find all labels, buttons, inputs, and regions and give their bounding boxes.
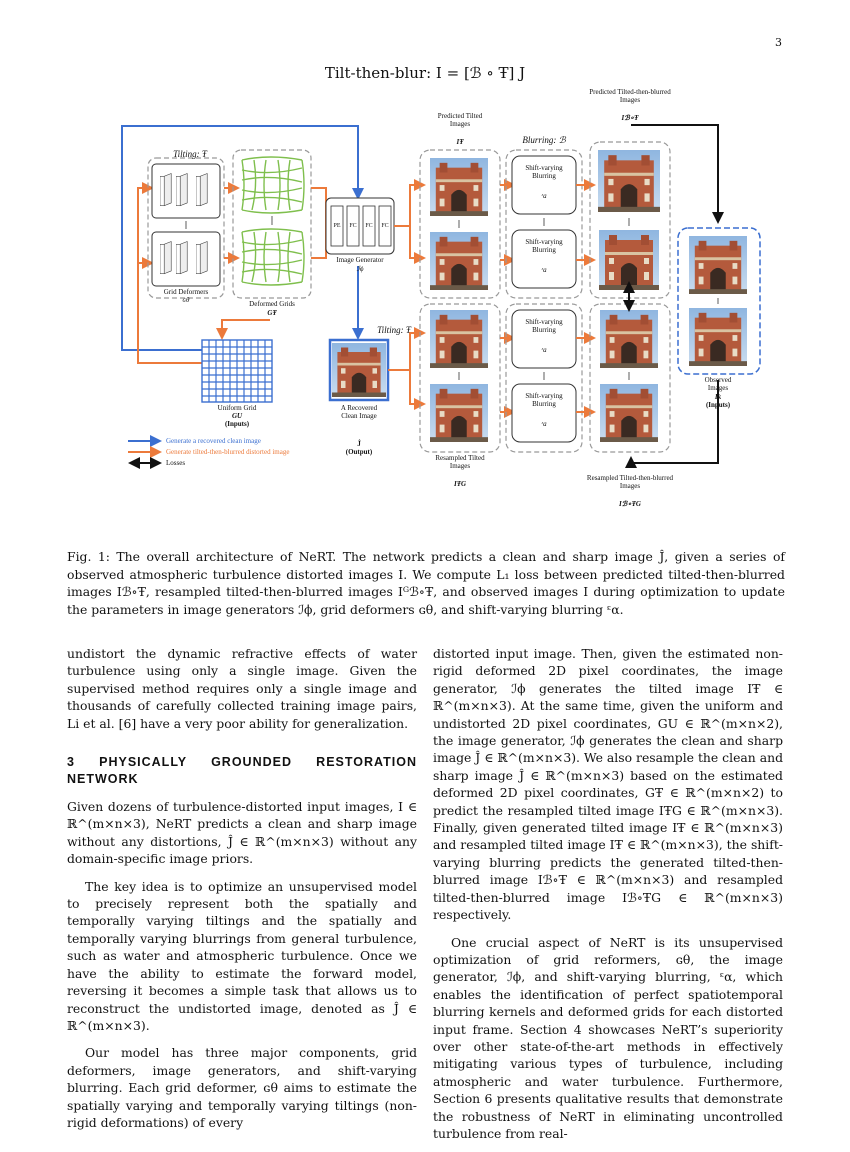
fc-label-3: FC <box>381 223 389 229</box>
predicted-tilted-label: Predicted Tilted Images <box>437 112 483 128</box>
left-column: undistort the dynamic refractive effects… <box>67 645 417 1141</box>
resampled-ttb-symbol: Iℬ∘ŦG <box>619 500 641 508</box>
blurring-label: Blurring: ℬ <box>522 135 566 145</box>
page-number: 3 <box>775 36 782 49</box>
predicted-ttb-label: Predicted Tilted-then-blurred Images <box>589 88 671 104</box>
image-generator-label: Image Generator <box>336 256 384 264</box>
legend-black-label: Losses <box>166 459 186 467</box>
shift-varying-label-1: Shift-varying Blurring <box>525 164 563 180</box>
observed-images-symbol: Ik <box>714 393 722 401</box>
legend-blue-label: Generate a recovered clean image <box>166 437 261 445</box>
right-paragraph-1: distorted input image. Then, given the e… <box>433 646 784 923</box>
left-paragraph-2: Given dozens of turbulence-distorted inp… <box>67 799 417 867</box>
uniform-grid-inputs: (Inputs) <box>224 420 250 428</box>
tilting-mid-label: Tilting: Ŧ <box>377 325 411 335</box>
deformed-grids-symbol: GŦ <box>267 309 277 317</box>
section-heading: 3 PHYSICALLY GROUNDED RESTORATION NETWOR… <box>67 755 417 787</box>
resampled-ttb-label: Resampled Tilted-then-blurred Images <box>586 474 674 490</box>
shift-varying-symbol-4: ᵋa <box>541 420 547 428</box>
shift-varying-label-4: Shift-varying Blurring <box>525 392 563 408</box>
shift-varying-label-3: Shift-varying Blurring <box>525 318 563 334</box>
deformed-grids-label: Deformed Grids <box>249 300 295 308</box>
fc-label-2: FC <box>365 223 373 229</box>
legend-orange-label: Generate tilted-then-blurred distorted i… <box>166 448 290 456</box>
shift-varying-symbol-1: ᵋa <box>541 192 547 200</box>
pe-label: PE <box>333 223 341 229</box>
left-paragraph-4: Our model has three major components, gr… <box>67 1045 417 1130</box>
tilting-top-label: Tilting: Ŧ <box>173 149 207 159</box>
image-generator-symbol: ℐϕ <box>356 265 364 273</box>
observed-images-label: Observed Images <box>704 376 732 392</box>
shift-varying-symbol-2: ᵋa <box>541 266 547 274</box>
predicted-ttb-symbol: Iℬ∘Ŧ <box>621 114 639 122</box>
resampled-tilted-label: Resampled Tilted Images <box>435 454 485 470</box>
shift-varying-symbol-3: ᵋa <box>541 346 547 354</box>
predicted-tilted-symbol: IŦ <box>456 138 464 146</box>
resampled-tilted-symbol: IŦG <box>453 480 467 488</box>
left-paragraph-1: undistort the dynamic refractive effects… <box>67 646 417 731</box>
architecture-figure: Tilting: Ŧ Grid Deformers ɢθ Deformed Gr… <box>120 88 780 528</box>
grid-deformers-label: Grid Deformers <box>163 288 209 296</box>
fc-label-1: FC <box>349 223 357 229</box>
recovered-image-output: (Output) <box>345 448 373 456</box>
shift-varying-label-2: Shift-varying Blurring <box>525 238 563 254</box>
figure-title: Tilt-then-blur: I = [ℬ ∘ Ŧ] J <box>324 64 526 82</box>
left-paragraph-3: The key idea is to optimize an unsupervi… <box>67 878 417 1033</box>
figure-caption: Fig. 1: The overall architecture of NeRT… <box>67 549 785 617</box>
uniform-grid-label: Uniform Grid <box>217 404 257 412</box>
grid-deformers-symbol: ɢθ <box>182 296 190 304</box>
architecture-diagram <box>121 124 761 469</box>
observed-images-inputs: (Inputs) <box>705 401 731 409</box>
right-column: distorted input image. Then, given the e… <box>433 645 783 1152</box>
right-paragraph-2: One crucial aspect of NeRT is its unsupe… <box>433 934 783 1141</box>
recovered-image-symbol: Ĵ <box>357 440 361 448</box>
uniform-grid-symbol: GU <box>231 412 243 420</box>
recovered-image-label: A Recovered Clean Image <box>340 404 378 420</box>
